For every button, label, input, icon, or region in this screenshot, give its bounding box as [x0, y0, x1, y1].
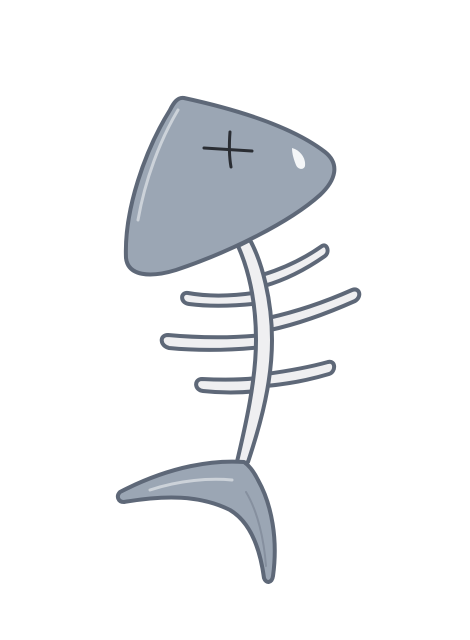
fish-head [123, 95, 337, 277]
rib-third-left [159, 333, 264, 352]
tail-highlight [148, 477, 234, 492]
head-edge-highlight [136, 108, 180, 222]
tail-shadow-line [245, 491, 267, 567]
rib-fourth-left [194, 376, 260, 395]
rib-second-left [180, 290, 264, 308]
fish-ribs [159, 243, 362, 395]
fish-tail [115, 459, 277, 584]
rib-upper-right [260, 243, 330, 288]
head-gloss [292, 148, 306, 169]
x-eye-icon [202, 130, 254, 169]
rib-second-right [266, 287, 362, 332]
rib-fourth-right [264, 359, 337, 388]
